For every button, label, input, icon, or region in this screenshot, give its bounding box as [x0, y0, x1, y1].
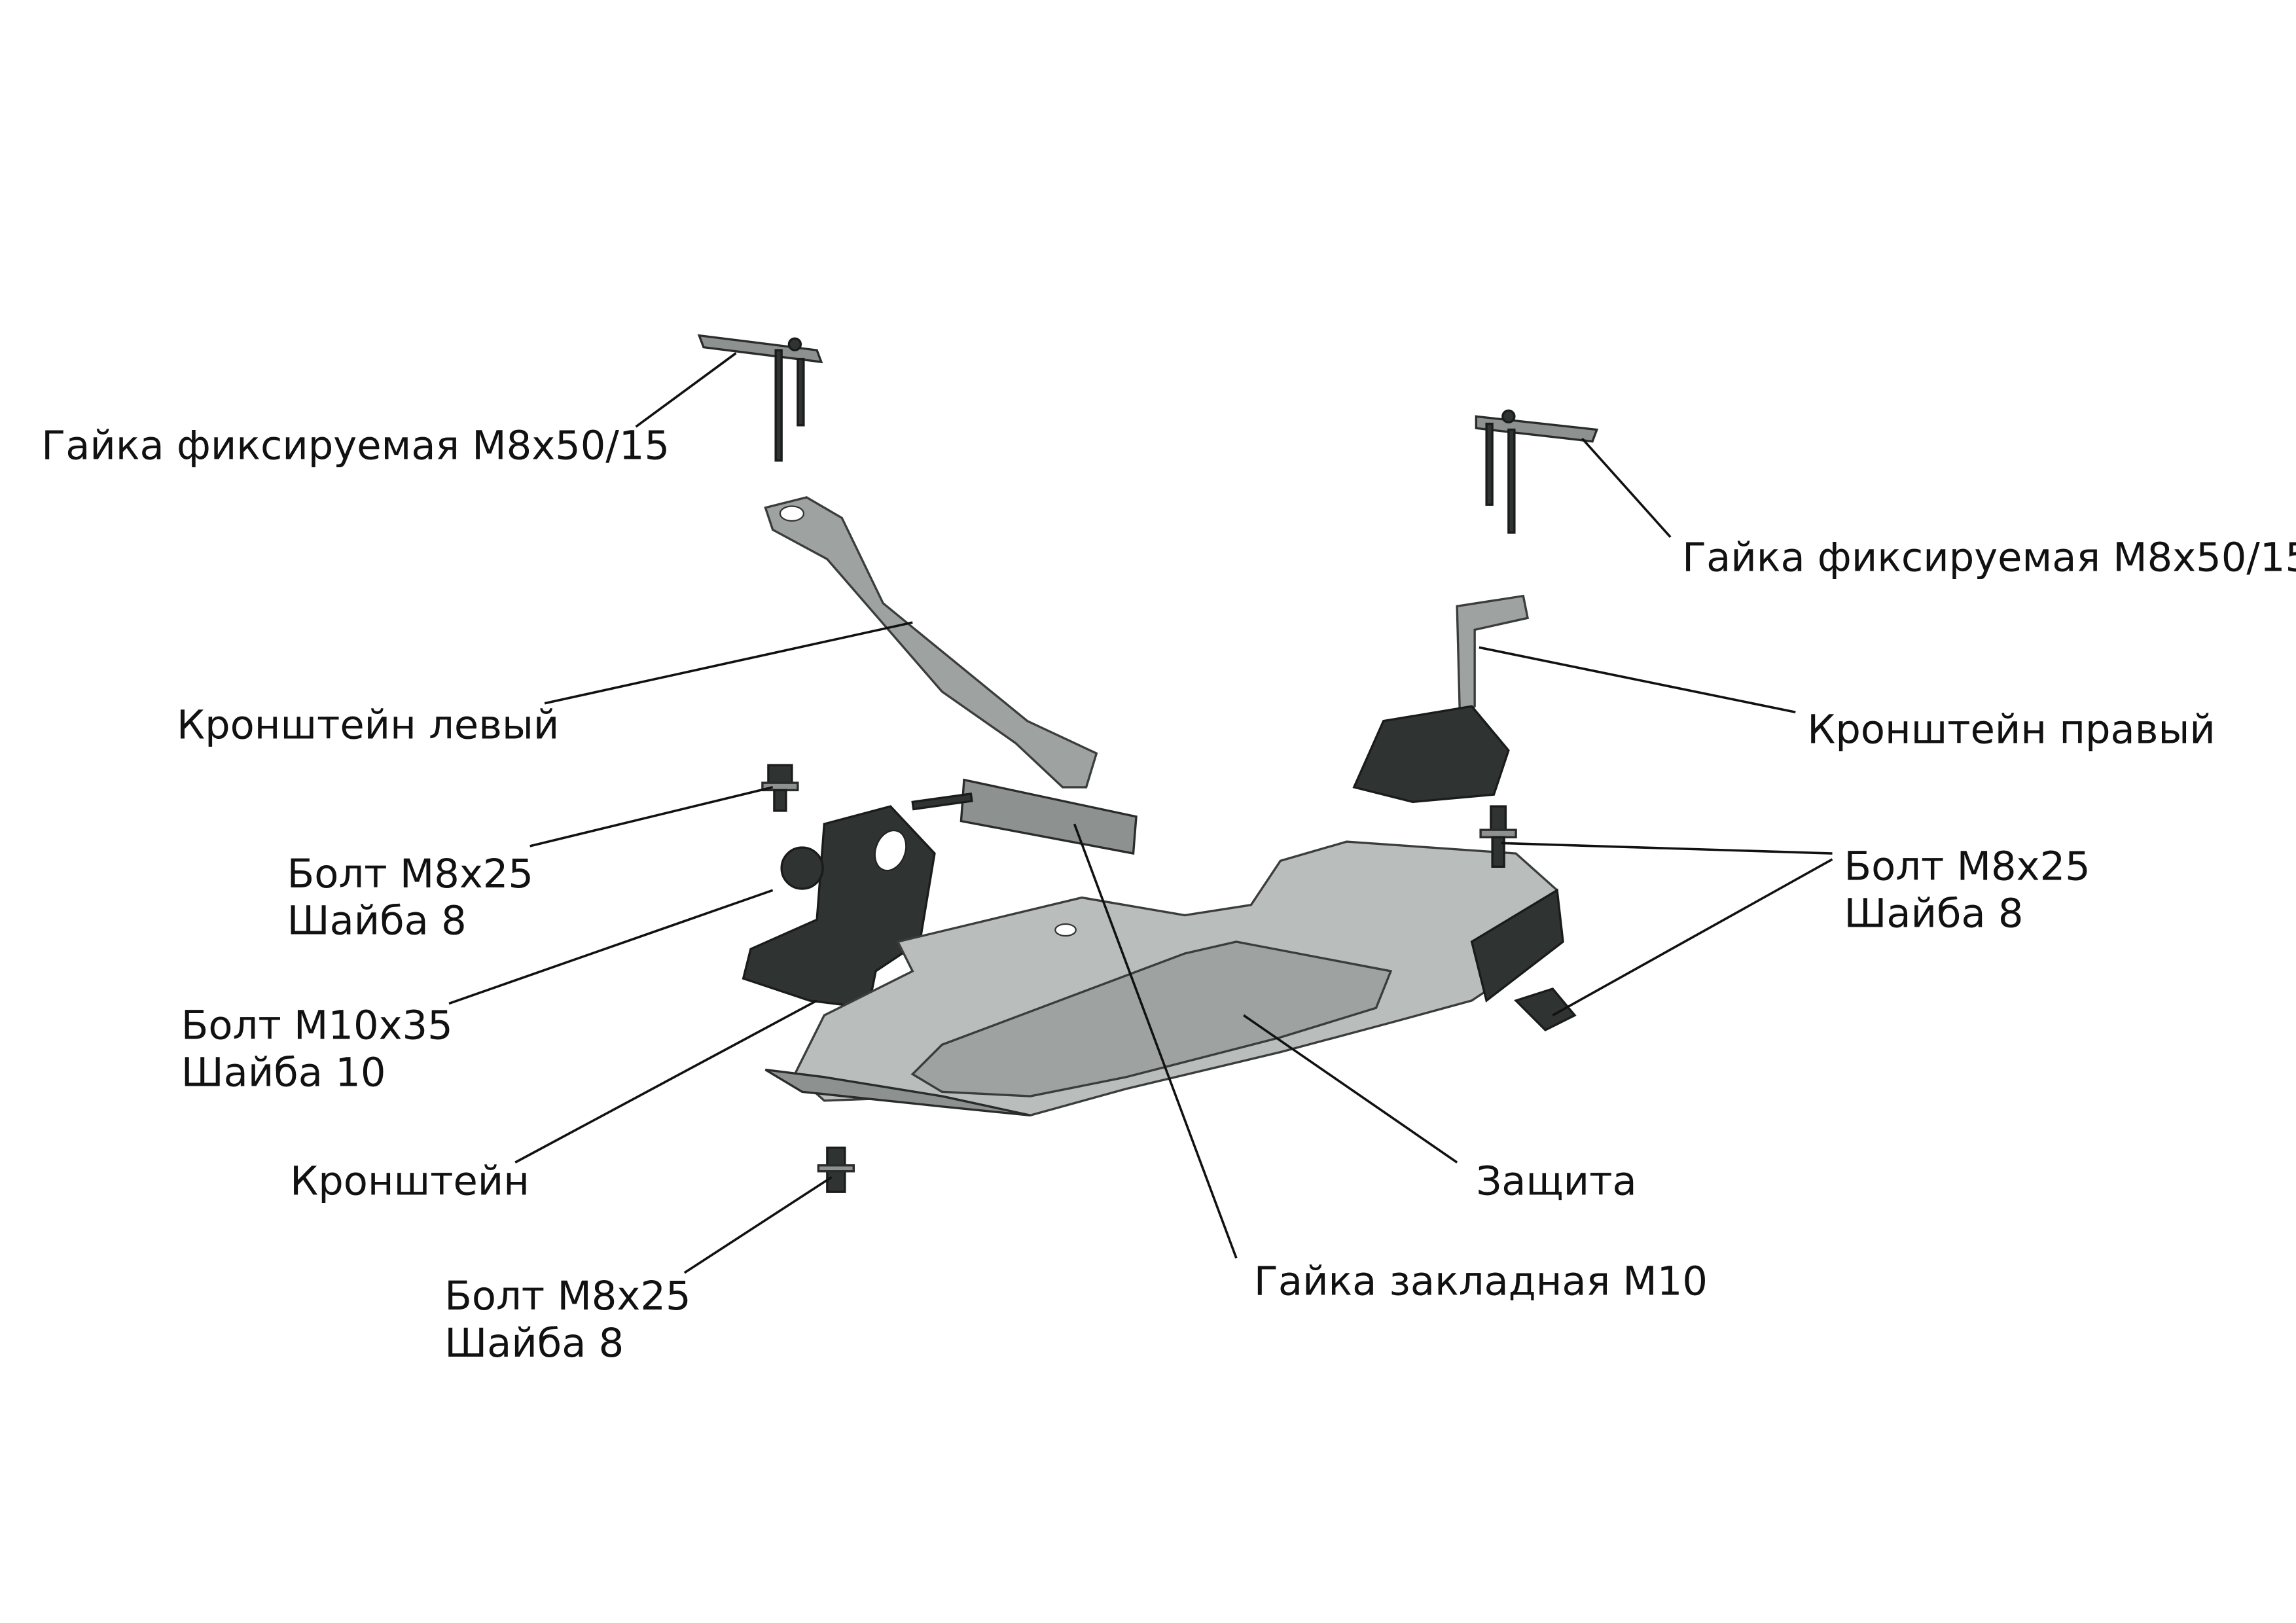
label-bracket-left: Кронштейн левый: [177, 703, 559, 749]
label-bolt-m8-right: Болт M8x25: [1844, 844, 2090, 890]
fixed-nut-left-part: [697, 334, 823, 462]
leader-fixed-nut-left: [635, 352, 737, 428]
label-fixed-nut-left: Гайка фиксируемая M8x50/15: [41, 423, 670, 469]
label-guard: Защита: [1476, 1159, 1636, 1205]
label-bolt-m8-left: Болт M8x25: [287, 851, 533, 897]
label-bolt-m8-bottom: Болт M8x25: [444, 1274, 691, 1319]
label-bracket: Кронштейн: [290, 1159, 529, 1205]
label-washer-10: Шайба 10: [181, 1050, 386, 1096]
leader-bolt-m8-right-2: [1552, 858, 1833, 1016]
leader-bracket: [514, 999, 817, 1164]
label-washer-8-bottom: Шайба 8: [444, 1321, 624, 1366]
label-washer-8-right: Шайба 8: [1844, 891, 2023, 937]
fixed-nut-right-part: [1475, 409, 1599, 534]
leader-bolt-m8-bottom: [683, 1176, 833, 1274]
leader-guard: [1243, 1014, 1458, 1164]
label-fixed-nut-right: Гайка фиксируемая M8x50/15: [1682, 535, 2296, 580]
bracket-left-part: [764, 496, 1138, 855]
label-embedded-nut: Гайка закладная M10: [1254, 1259, 1708, 1305]
leader-bracket-right: [1479, 646, 1796, 713]
leader-bolt-m8-left: [529, 786, 774, 847]
bolts: [761, 764, 1577, 1193]
label-bracket-right: Кронштейн правый: [1807, 707, 2215, 753]
label-bolt-m10: Болт M10x35: [181, 1003, 453, 1048]
leader-bolt-m8-right-1: [1501, 842, 1833, 855]
label-washer-8-left: Шайба 8: [287, 899, 467, 944]
guard-part: [764, 840, 1564, 1117]
leader-bolt-m10: [448, 889, 774, 1005]
bracket-right-part: [1352, 594, 1530, 804]
leader-bracket-left: [544, 621, 913, 705]
leader-fixed-nut-right: [1581, 437, 1672, 538]
leader-embedded-nut: [1073, 823, 1238, 1259]
